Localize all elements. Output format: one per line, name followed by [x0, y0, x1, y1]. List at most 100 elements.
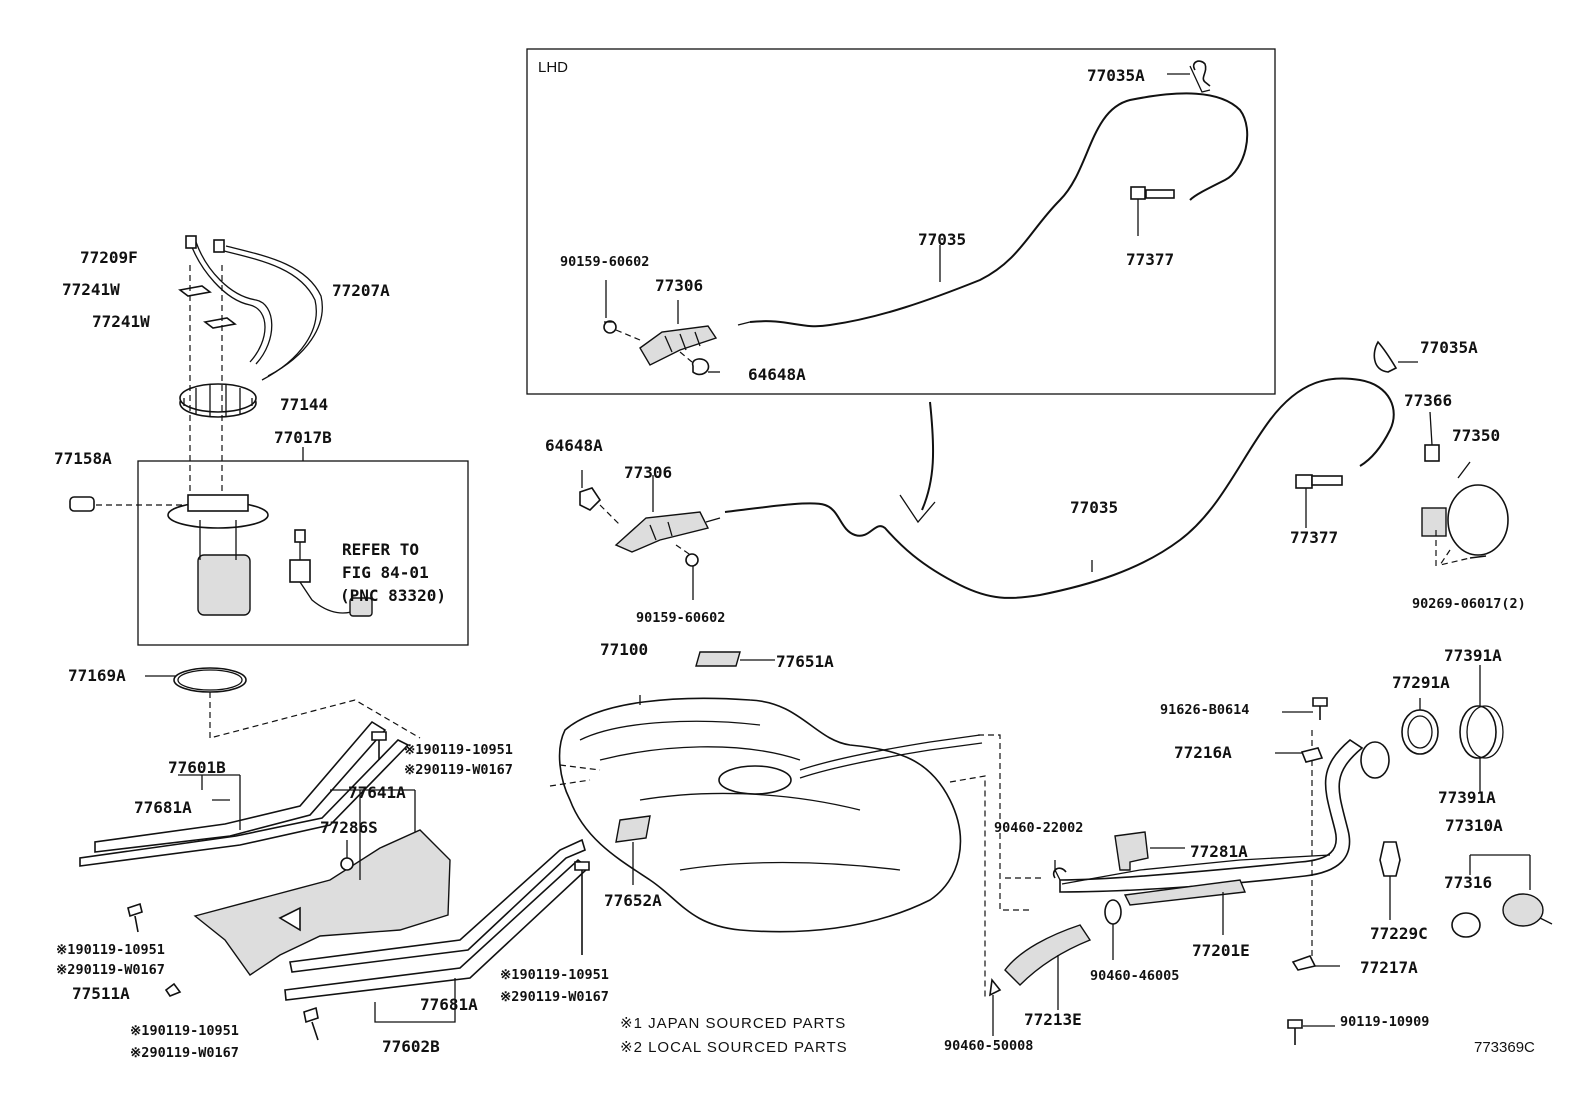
hook-77035A: [1373, 340, 1418, 373]
label-77316: 77316: [1444, 873, 1493, 892]
clips-77241W: [178, 285, 237, 329]
label-77286S: 77286S: [320, 818, 378, 837]
bracket-77281A: [1114, 831, 1185, 871]
straps-77602B: [284, 838, 590, 1023]
label-note1-bolt-a: ※190119-10951: [404, 742, 513, 758]
label-90119-10909: 90119-10909: [1340, 1014, 1430, 1030]
label-77641A: 77641A: [348, 783, 406, 802]
label-77281A: 77281A: [1190, 842, 1248, 861]
breather-hose: [1005, 854, 1331, 885]
label-77158A: 77158A: [54, 449, 112, 468]
label-77350: 77350: [1452, 426, 1501, 445]
label-note2-bolt-b: ※290119-W0167: [56, 962, 165, 978]
label-91626: 91626-B0614: [1160, 702, 1250, 718]
fuel-tank-77100: [549, 695, 983, 933]
label-64648A-lhd: 64648A: [748, 365, 806, 384]
lhd-arrow: [921, 401, 935, 511]
pads-77651A-77652A: [615, 651, 775, 885]
refer-line-2: FIG 84-01: [342, 563, 429, 582]
pump-module: [69, 265, 269, 616]
label-77017B: 77017B: [274, 428, 332, 447]
note-local-sourced: ※2 LOCAL SOURCED PARTS: [620, 1039, 848, 1056]
label-note1-bolt-b: ※190119-10951: [56, 942, 165, 958]
label-note2-bolt-d: ※290119-W0167: [130, 1045, 239, 1061]
bolts-right: [1275, 697, 1340, 1045]
label-77601B: 77601B: [168, 758, 226, 777]
lock-ring-77144: [179, 383, 257, 418]
refer-line-3: (PNC 83320): [340, 586, 446, 605]
label-90269: 90269-06017(2): [1412, 596, 1526, 612]
label-note1-bolt-c: ※190119-10951: [500, 967, 609, 983]
lhd-inset-box: [526, 48, 1276, 395]
connector-77377: [1295, 474, 1343, 528]
filler-rings: [1401, 665, 1504, 792]
label-90159: 90159-60602: [636, 610, 726, 626]
label-note2-bolt-a: ※290119-W0167: [404, 762, 513, 778]
label-77366: 77366: [1404, 391, 1453, 410]
label-77241W-2: 77241W: [92, 312, 150, 331]
label-note1-bolt-d: ※190119-10951: [130, 1023, 239, 1039]
label-77169A: 77169A: [68, 666, 126, 685]
lhd-connector-77377: [1130, 186, 1175, 236]
label-77035A-lhd: 77035A: [1087, 66, 1145, 85]
label-90460-50008: 90460-50008: [944, 1038, 1034, 1054]
lhd-title: LHD: [538, 59, 569, 76]
hose-77213E: [1004, 924, 1092, 1010]
refer-line-1: REFER TO: [342, 540, 420, 559]
label-77391A-bottom: 77391A: [1438, 788, 1496, 807]
fuel-door-cable: [724, 377, 1395, 599]
lock-77366: [1424, 411, 1440, 462]
dash-callouts: [949, 730, 1313, 1000]
label-77652A: 77652A: [604, 891, 662, 910]
label-77201E: 77201E: [1192, 941, 1250, 960]
filler-pipe-77201E: [1059, 738, 1390, 935]
lhd-cable: [737, 92, 1249, 328]
label-77391A-top: 77391A: [1444, 646, 1502, 665]
label-77035: 77035: [1070, 498, 1119, 517]
label-90460-46005: 90460-46005: [1090, 968, 1180, 984]
label-77144: 77144: [280, 395, 329, 414]
note-japan-sourced: ※1 JAPAN SOURCED PARTS: [620, 1015, 847, 1032]
label-77241W-1: 77241W: [62, 280, 120, 299]
label-note2-bolt-c: ※290119-W0167: [500, 989, 609, 1005]
label-77213E: 77213E: [1024, 1010, 1082, 1029]
label-77100: 77100: [600, 640, 649, 659]
label-77035-lhd: 77035: [918, 230, 967, 249]
valve-77229C: [1379, 841, 1401, 920]
label-77511A: 77511A: [72, 984, 130, 1003]
label-77602B: 77602B: [382, 1037, 440, 1056]
label-77681A-left: 77681A: [134, 798, 192, 817]
label-77377-lhd: 77377: [1126, 250, 1175, 269]
label-90159-lhd: 90159-60602: [560, 254, 650, 270]
label-77681A-right: 77681A: [420, 995, 478, 1014]
cap-77310A: [1451, 854, 1553, 938]
label-77310A: 77310A: [1445, 816, 1503, 835]
gasket-77169A: [145, 667, 421, 739]
label-77207A: 77207A: [332, 281, 390, 300]
label-90460-22002: 90460-22002: [994, 820, 1084, 836]
label-77651A: 77651A: [776, 652, 834, 671]
protector-77641A: [193, 789, 451, 976]
lever-77306: [579, 470, 721, 600]
label-77291A: 77291A: [1392, 673, 1450, 692]
sender-gauge: [289, 529, 373, 617]
diagram-id: 773369C: [1474, 1039, 1535, 1056]
label-77306: 77306: [624, 463, 673, 482]
lhd-lever-77306: [603, 280, 720, 376]
label-77216A: 77216A: [1174, 743, 1232, 762]
label-77209F: 77209F: [80, 248, 138, 267]
straps-77601B: [79, 720, 410, 867]
label-77217A: 77217A: [1360, 958, 1418, 977]
label-64648A: 64648A: [545, 436, 603, 455]
lhd-hook-77035A: [1167, 60, 1211, 93]
label-77377: 77377: [1290, 528, 1339, 547]
fuel-lines-77207A: [185, 235, 323, 381]
fuel-door-77350: [1421, 461, 1509, 566]
label-77306-lhd: 77306: [655, 276, 704, 295]
label-77229C: 77229C: [1370, 924, 1428, 943]
bolts: [127, 731, 590, 1041]
clamps: [989, 860, 1122, 1036]
label-77035A: 77035A: [1420, 338, 1478, 357]
